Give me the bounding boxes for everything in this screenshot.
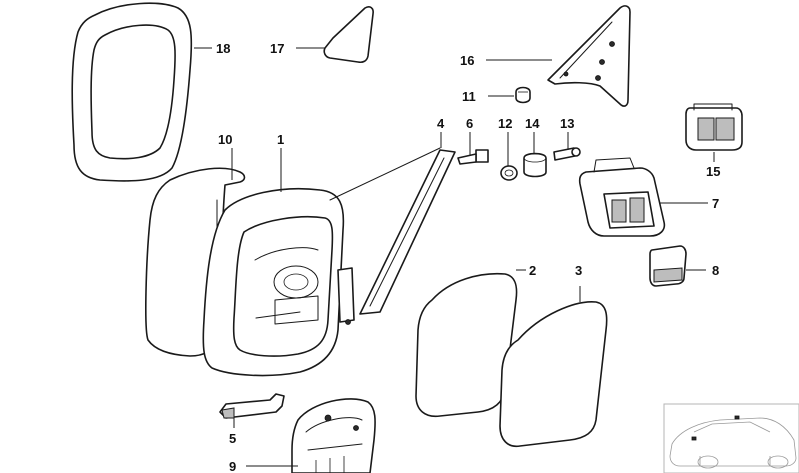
callout-7: 7	[712, 196, 719, 211]
vehicle-location-thumbnail	[663, 403, 799, 473]
callout-18: 18	[216, 41, 230, 56]
part-5-bracket	[219, 393, 285, 419]
callout-2: 2	[529, 263, 536, 278]
callout-17: 17	[270, 41, 284, 56]
part-15-switch	[685, 103, 743, 151]
callout-6: 6	[466, 116, 473, 131]
leader-lines	[194, 47, 715, 467]
callout-15: 15	[706, 164, 720, 179]
callout-8: 8	[712, 263, 719, 278]
part-14-spacer	[523, 152, 547, 178]
callout-12: 12	[498, 116, 512, 131]
part-16-triangle-cover	[547, 5, 631, 107]
part-2-mirror-glass	[415, 272, 518, 418]
part-3-mirror-glass-heated	[499, 301, 608, 448]
callout-1: 1	[277, 132, 284, 147]
part-18-mirror-cap	[71, 2, 193, 182]
part-6-screw	[457, 149, 489, 165]
callout-3: 3	[575, 263, 582, 278]
part-7-switch-housing	[578, 157, 666, 237]
part-11-clip	[515, 86, 531, 104]
callout-9: 9	[229, 459, 236, 473]
part-13-bolt	[553, 147, 581, 161]
callout-14: 14	[525, 116, 540, 131]
callout-5: 5	[229, 431, 236, 446]
part-12-nut	[500, 165, 518, 181]
callout-10: 10	[218, 132, 232, 147]
part-4-gasket	[329, 147, 456, 315]
callout-labels: 18 17 16 11 10 1 4 6 12 14 13 15 7 8 2 3…	[216, 41, 720, 473]
callout-13: 13	[560, 116, 574, 131]
callout-16: 16	[460, 53, 474, 68]
part-8-lens	[649, 245, 687, 287]
callout-11: 11	[462, 89, 476, 104]
part-1-mirror-housing	[202, 187, 355, 377]
part-9-motor	[291, 398, 376, 473]
part-17-glass-pad	[323, 6, 374, 64]
callout-4: 4	[437, 116, 445, 131]
